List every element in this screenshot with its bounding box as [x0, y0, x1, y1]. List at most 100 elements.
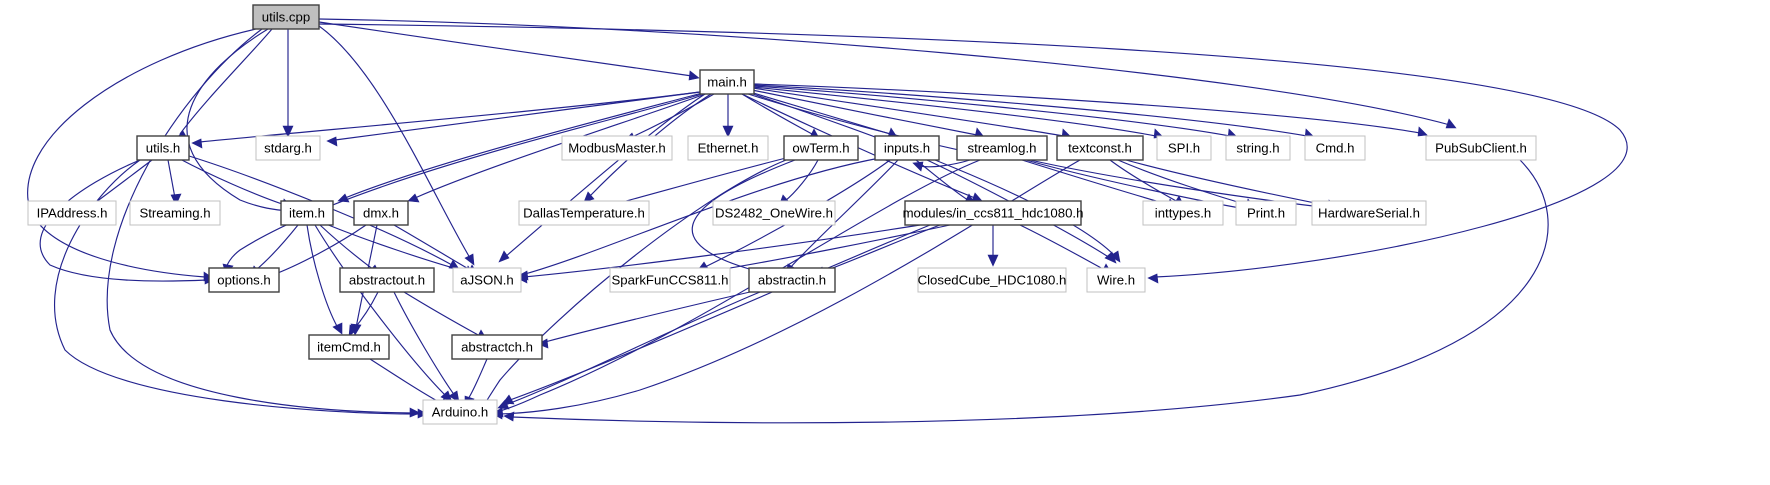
edge-main_h-to-cmd_h	[753, 84, 1308, 137]
arrowhead-icon	[987, 254, 999, 267]
edge-abstractout_h-to-abstractch_h	[403, 291, 481, 337]
edge-streamlog_h-to-inputs_h	[919, 159, 971, 168]
edge-dmx_h-to-options_h	[269, 224, 367, 277]
node-box	[422, 399, 498, 425]
node-box	[783, 135, 859, 161]
arrowhead-icon	[407, 193, 420, 203]
edge-abstractout_h-to-arduino_h	[393, 291, 456, 397]
arrowhead-icon	[1417, 126, 1428, 137]
edge-abstractch_h-to-arduino_h	[467, 358, 488, 400]
arrowhead-icon	[448, 390, 460, 403]
arrowhead-icon	[1104, 251, 1117, 264]
node-box	[904, 200, 1082, 226]
edge-utils_h-to-options_h	[39, 159, 208, 282]
arrowhead-icon	[971, 192, 983, 202]
edge-utils_cpp-to-utils_h	[179, 28, 273, 135]
edge-owterm_h-to-arduino_h	[481, 159, 787, 409]
graph-node-modules_ccs811_h[interactable]: modules/in_ccs811_hdc1080.hmodules/in_cc…	[903, 200, 1084, 226]
edge-utils_cpp-to-ajson_h	[318, 25, 471, 259]
arrowhead-icon	[498, 250, 510, 263]
arrowhead-icon	[282, 125, 294, 138]
nodes-layer: utils.cpputils.cpp main.hmain.h utils.huti…	[27, 4, 1537, 425]
edge-utils_cpp-to-main_h	[318, 21, 693, 77]
edge-textconst_h-to-print_h	[1117, 159, 1249, 206]
arrowhead-icon	[326, 136, 338, 147]
node-box	[609, 267, 731, 293]
arrowhead-icon	[912, 161, 924, 172]
edge-modules_ccs811_h-to-wire_h	[1019, 224, 1106, 271]
edge-utils_h-to-ipaddress_h	[91, 159, 153, 206]
edge-dmx_h-to-ajson_h	[393, 224, 473, 272]
edge-utils_h-to-streaming_h	[167, 159, 176, 199]
edge-main_h-to-pubsubclient_h	[753, 83, 1421, 134]
node-box	[748, 267, 836, 293]
node-box	[1304, 135, 1366, 161]
edge-inputs_h-to-ajson_h	[524, 157, 881, 275]
node-box	[917, 267, 1067, 293]
node-box	[451, 334, 543, 360]
graph-node-main_h[interactable]: main.hmain.h	[699, 69, 755, 95]
node-box	[252, 4, 320, 30]
arrowhead-icon	[1445, 118, 1457, 129]
edge-utils_cpp-to-wire_h	[318, 23, 1628, 278]
edge-main_h-to-wire_h	[749, 92, 1116, 257]
arrowhead-icon	[191, 138, 203, 149]
node-box	[956, 135, 1048, 161]
node-box	[518, 200, 650, 226]
graph-node-utils_cpp[interactable]: utils.cpputils.cpp	[252, 4, 320, 30]
edge-main_h-to-spi_h	[752, 86, 1157, 137]
arrowhead-icon	[170, 193, 182, 206]
arrowhead-icon	[464, 253, 475, 266]
arrowhead-icon	[497, 399, 510, 410]
edge-main_h-to-item_h	[344, 91, 707, 199]
edge-item_h-to-abstractout_h	[319, 224, 375, 271]
node-box	[1311, 200, 1427, 226]
node-box	[27, 200, 117, 226]
edge-main_h-to-ajson_h	[504, 93, 706, 258]
arrowhead-icon	[348, 324, 359, 337]
edge-main_h-to-streamlog_h	[751, 89, 978, 136]
edge-main_h-to-string_h	[753, 85, 1231, 137]
node-box	[255, 135, 321, 161]
edge-main_h-to-owterm_h	[741, 93, 813, 135]
edge-pubsubclient_h-to-arduino_h	[511, 159, 1549, 424]
edge-item_h-to-ajson_h	[325, 223, 469, 273]
edge-utils_cpp-to-item_h	[186, 28, 291, 212]
edge-utils_cpp-to-pubsubclient_h	[318, 18, 1451, 126]
node-box	[874, 135, 940, 161]
edge-abstractin_h-to-abstractch_h	[544, 291, 751, 343]
edge-owterm_h-to-dallastemp_h	[614, 156, 791, 205]
edge-item_h-to-options_h	[255, 224, 299, 271]
node-box	[129, 200, 221, 226]
node-box	[1156, 135, 1212, 161]
arrowhead-icon	[1109, 250, 1121, 263]
edge-utils_h-to-item_h	[179, 158, 286, 206]
arrowhead-icon	[1147, 273, 1159, 284]
node-box	[712, 200, 836, 226]
